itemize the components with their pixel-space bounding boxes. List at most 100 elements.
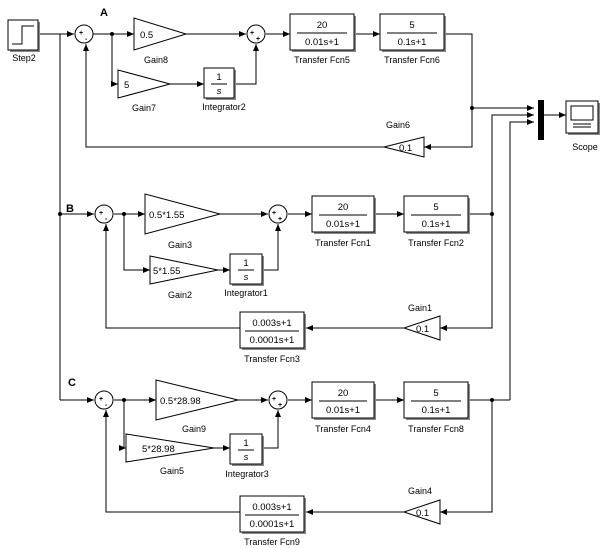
gain6-label: Gain6 xyxy=(386,120,410,130)
gain7-block[interactable]: 5 xyxy=(117,69,172,99)
gain4-value: 0.1 xyxy=(416,508,429,519)
tf1-den: 0.01s+1 xyxy=(326,219,360,230)
gain2-block[interactable]: 5*1.55 xyxy=(149,255,219,285)
gain6-block[interactable]: 0.1 xyxy=(383,136,425,158)
gain1-block[interactable]: 0.1 xyxy=(402,315,441,341)
gain1-value: 0.1 xyxy=(416,324,429,335)
tf6-num: 5 xyxy=(409,20,414,31)
integrator2-label: Integrator2 xyxy=(202,102,246,112)
tf2-label: Transfer Fcn2 xyxy=(408,238,464,248)
gain9-value: 0.5*28.98 xyxy=(160,396,201,407)
sum-block-b1[interactable]: + - xyxy=(94,204,114,224)
gain9-block[interactable]: 0.5*28.98 xyxy=(155,379,239,421)
integrator1-num: 1 xyxy=(243,258,248,269)
section-b-label: B xyxy=(66,203,74,215)
scope-label: Scope xyxy=(572,142,598,152)
integrator3-block[interactable]: 1 s xyxy=(229,433,264,466)
tf8-den: 0.1s+1 xyxy=(422,405,451,416)
tf3-num: 0.003s+1 xyxy=(252,318,291,329)
tf6-label: Transfer Fcn6 xyxy=(384,55,440,65)
tf8-num: 5 xyxy=(433,388,438,399)
tf9-num: 0.003s+1 xyxy=(252,502,291,513)
mux-block[interactable] xyxy=(538,100,544,140)
gain8-block[interactable]: 0.5 xyxy=(133,17,188,51)
tf5-block[interactable]: 20 0.01s+1 xyxy=(289,13,356,52)
integrator2-num: 1 xyxy=(216,72,221,83)
section-c-label: C xyxy=(68,377,76,389)
sum-block-c1[interactable]: + - xyxy=(94,390,114,410)
tf1-num: 20 xyxy=(338,202,349,213)
sum-sign: + xyxy=(272,396,276,403)
integrator3-num: 1 xyxy=(243,438,248,449)
tf6-block[interactable]: 5 0.1s+1 xyxy=(379,13,446,52)
step-block[interactable] xyxy=(7,19,40,52)
sum-sign: + xyxy=(272,210,276,217)
gain2-value: 5*1.55 xyxy=(153,266,180,277)
sum-sign: - xyxy=(105,216,108,223)
tf9-label: Transfer Fcn9 xyxy=(244,537,300,547)
tf5-num: 20 xyxy=(317,20,328,31)
integrator1-label: Integrator1 xyxy=(224,288,268,298)
sum-sign: + xyxy=(99,210,103,217)
integrator3-label: Integrator3 xyxy=(225,469,269,479)
sum-sign: + xyxy=(256,36,260,43)
integrator1-block[interactable]: 1 s xyxy=(229,253,264,286)
tf2-block[interactable]: 5 0.1s+1 xyxy=(403,195,470,234)
gain3-label: Gain3 xyxy=(168,240,192,250)
integrator2-den: s xyxy=(217,86,222,97)
step-label: Step2 xyxy=(12,53,36,63)
sum-sign: + xyxy=(250,30,254,37)
tf4-label: Transfer Fcn4 xyxy=(315,424,371,434)
sum-sign: + xyxy=(79,30,83,37)
tf6-den: 0.1s+1 xyxy=(398,37,427,48)
tf2-num: 5 xyxy=(433,202,438,213)
gain4-block[interactable]: 0.1 xyxy=(402,499,441,525)
gain7-label: Gain7 xyxy=(132,103,156,113)
tf4-num: 20 xyxy=(338,388,349,399)
tf8-label: Transfer Fcn8 xyxy=(408,424,464,434)
tf9-block[interactable]: 0.003s+1 0.0001s+1 xyxy=(239,495,306,534)
sum-sign: + xyxy=(278,402,282,409)
signal-lines xyxy=(40,33,566,513)
tf9-den: 0.0001s+1 xyxy=(250,519,295,530)
scope-block[interactable] xyxy=(565,100,600,135)
tf4-block[interactable]: 20 0.01s+1 xyxy=(311,381,376,420)
gain4-label: Gain4 xyxy=(408,486,432,496)
gain1-label: Gain1 xyxy=(408,303,432,313)
tf2-den: 0.1s+1 xyxy=(422,219,451,230)
tf1-block[interactable]: 20 0.01s+1 xyxy=(311,195,376,234)
sum-block-a1[interactable]: + - xyxy=(74,24,94,44)
tf3-label: Transfer Fcn3 xyxy=(244,354,300,364)
gain5-block[interactable]: 5*28.98 xyxy=(125,433,215,463)
gain3-value: 0.5*1.55 xyxy=(149,210,184,221)
tf8-block[interactable]: 5 0.1s+1 xyxy=(403,381,470,420)
gain6-value: 0.1 xyxy=(399,143,412,154)
integrator2-block[interactable]: 1 s xyxy=(203,67,236,100)
sum-sign: + xyxy=(278,216,282,223)
tf1-label: Transfer Fcn1 xyxy=(315,238,371,248)
arrowheads xyxy=(67,31,566,515)
tf5-label: Transfer Fcn5 xyxy=(294,55,350,65)
gain5-label: Gain5 xyxy=(160,466,184,476)
section-a-label: A xyxy=(100,7,108,19)
sum-block-c2[interactable]: + + xyxy=(268,390,288,410)
tf3-block[interactable]: 0.003s+1 0.0001s+1 xyxy=(239,311,306,350)
gain3-block[interactable]: 0.5*1.55 xyxy=(144,193,222,235)
integrator3-den: s xyxy=(244,452,249,463)
gain2-label: Gain2 xyxy=(168,290,192,300)
sum-block-a2[interactable]: + + xyxy=(246,24,266,44)
gain8-value: 0.5 xyxy=(140,30,153,41)
tf3-den: 0.0001s+1 xyxy=(250,335,295,346)
sum-block-b2[interactable]: + + xyxy=(268,204,288,224)
branch-points xyxy=(58,32,494,402)
sum-sign: - xyxy=(85,36,88,43)
gain8-label: Gain8 xyxy=(144,55,168,65)
gain7-value: 5 xyxy=(124,80,129,91)
integrator1-den: s xyxy=(244,272,249,283)
tf4-den: 0.01s+1 xyxy=(326,405,360,416)
tf5-den: 0.01s+1 xyxy=(305,37,339,48)
gain9-label: Gain9 xyxy=(182,424,206,434)
sum-sign: - xyxy=(105,402,108,409)
gain5-value: 5*28.98 xyxy=(142,444,175,455)
